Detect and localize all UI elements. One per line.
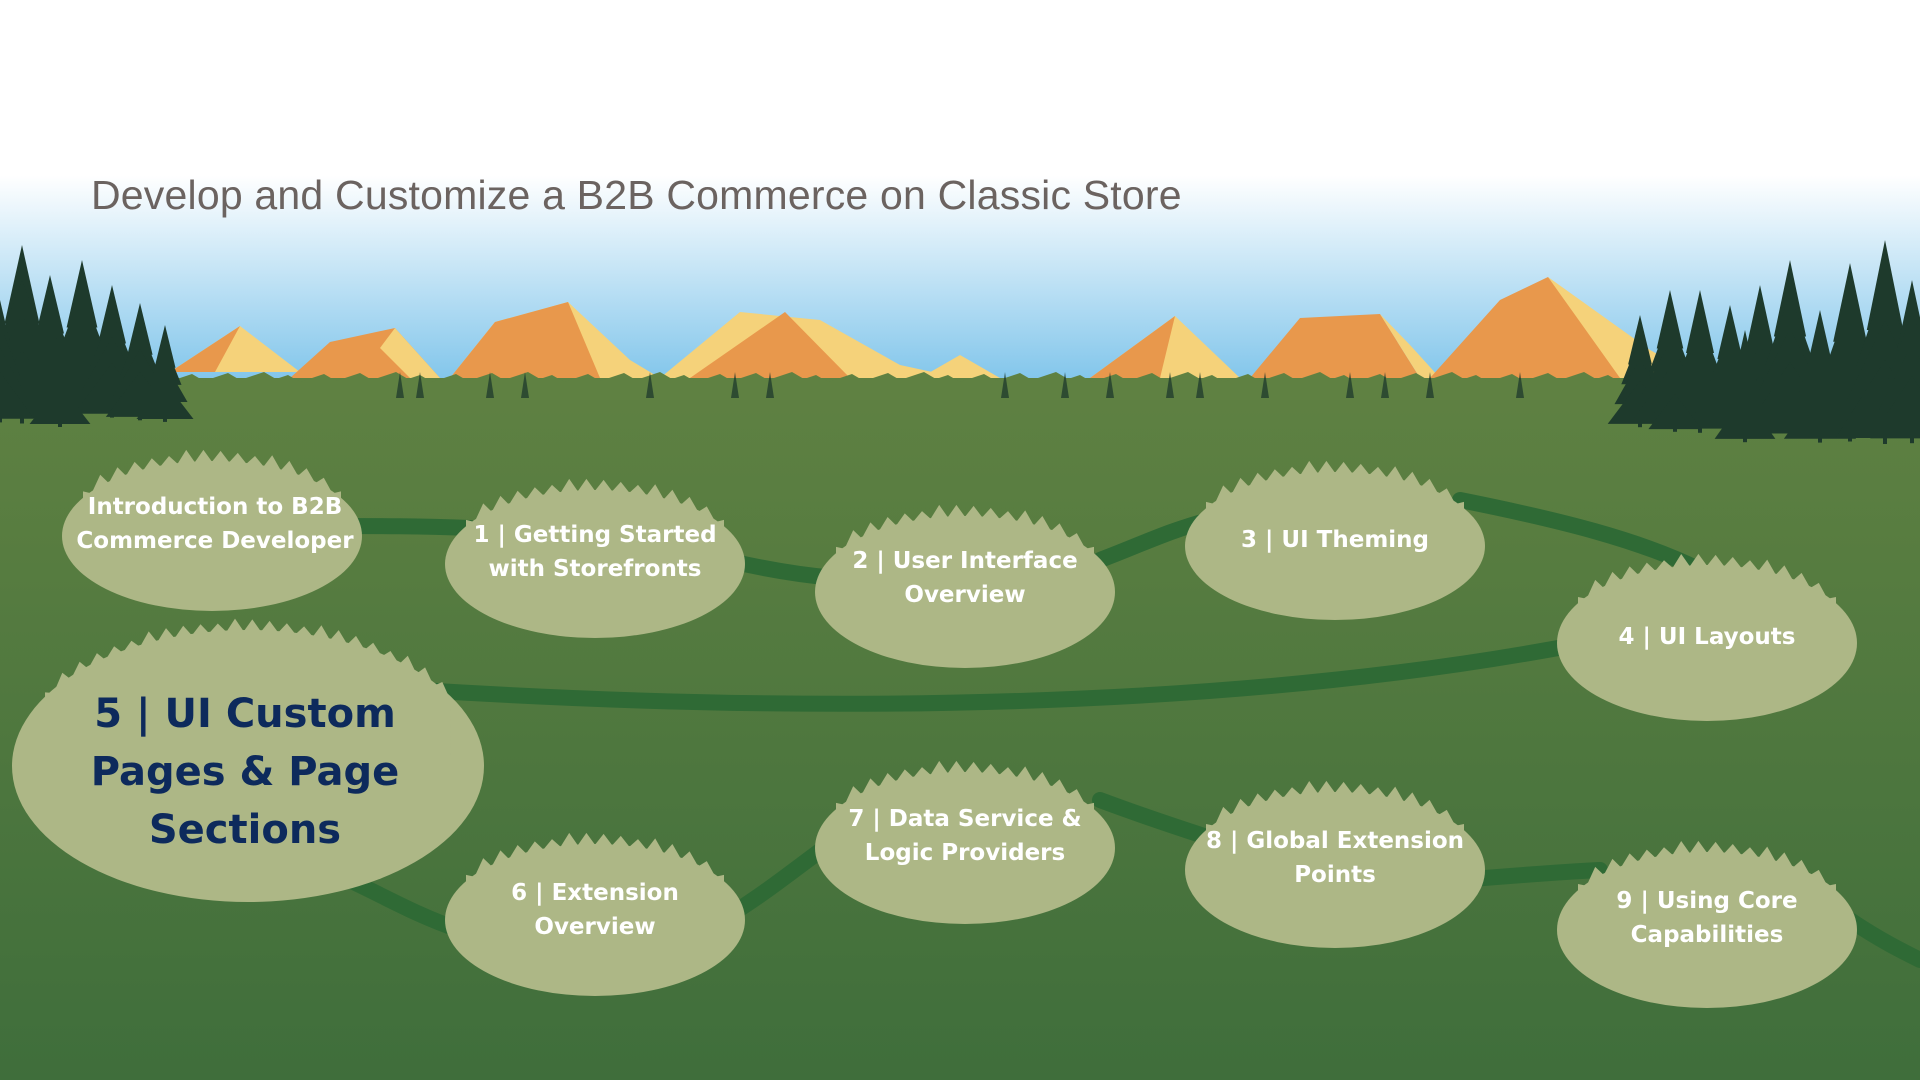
- mountain-peak: [1250, 314, 1420, 378]
- small-tree: [521, 372, 529, 398]
- small-tree: [1261, 372, 1269, 398]
- pine-tree: [0, 300, 35, 423]
- small-tree: [1166, 372, 1174, 398]
- mountain-range: [170, 277, 1700, 378]
- page-title: Develop and Customize a B2B Commerce on …: [91, 172, 1182, 218]
- mountain-peak: [380, 328, 440, 378]
- module-node-m3[interactable]: [1185, 460, 1485, 620]
- small-tree: [1381, 372, 1389, 398]
- mountain-peak: [1090, 316, 1175, 378]
- module-node-m9[interactable]: [1557, 840, 1857, 1008]
- pine-tree: [29, 325, 91, 427]
- mountain-peak: [170, 326, 240, 372]
- small-tree: [1106, 372, 1114, 398]
- mountain-peak: [1380, 314, 1440, 378]
- small-tree: [1346, 372, 1354, 398]
- small-tree: [1516, 372, 1524, 398]
- trail-path: [1092, 792, 1218, 846]
- small-tree: [1196, 372, 1204, 398]
- small-tree: [1001, 372, 1009, 398]
- mountain-peak: [1548, 277, 1700, 378]
- module-node-m5[interactable]: [12, 618, 484, 902]
- module-nodes: [12, 449, 1857, 1008]
- trail-path: [1452, 492, 1708, 578]
- module-node-m6[interactable]: [445, 832, 745, 996]
- pine-tree: [136, 325, 194, 422]
- module-node-m1[interactable]: [445, 478, 745, 638]
- trail-path: [412, 632, 1608, 712]
- module-node-intro[interactable]: [62, 449, 362, 611]
- small-tree: [766, 372, 774, 398]
- small-tree: [396, 372, 404, 398]
- module-node-m8[interactable]: [1185, 780, 1485, 948]
- mountain-peak: [920, 355, 1000, 378]
- pine-tree: [1714, 330, 1776, 443]
- module-node-m4[interactable]: [1557, 553, 1857, 721]
- small-tree: [646, 372, 654, 398]
- pine-tree: [1648, 340, 1702, 432]
- small-tree: [1426, 372, 1434, 398]
- mountain-peak: [450, 302, 600, 378]
- small-tree: [416, 372, 424, 398]
- forest-trees: [0, 240, 1920, 444]
- pine-tree: [1870, 280, 1920, 444]
- module-node-m7[interactable]: [815, 760, 1115, 924]
- horizon-grass-edge: [0, 372, 1920, 400]
- small-tree: [731, 372, 739, 398]
- mountain-peak: [690, 312, 850, 378]
- small-tree: [486, 372, 494, 398]
- small-tree: [1061, 372, 1069, 398]
- mountain-peak: [1430, 277, 1650, 378]
- trail-path: [1842, 912, 1920, 968]
- module-node-m2[interactable]: [815, 504, 1115, 668]
- horizon-grass: [0, 372, 1920, 400]
